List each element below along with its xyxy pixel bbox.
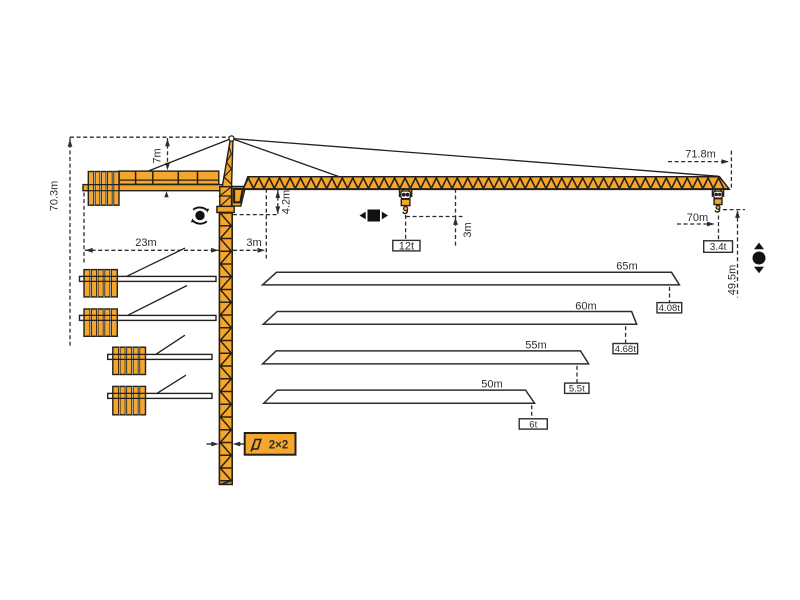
svg-text:60m: 60m [575,301,596,313]
svg-text:71.8m: 71.8m [685,149,716,161]
svg-text:12t: 12t [399,241,414,253]
svg-text:70m: 70m [687,212,708,224]
svg-text:5.5t: 5.5t [569,384,585,395]
svg-text:3.4t: 3.4t [710,242,727,253]
svg-text:23m: 23m [135,237,156,249]
svg-text:70.3m: 70.3m [49,181,61,212]
svg-text:65m: 65m [616,261,637,273]
svg-text:3m: 3m [246,237,261,249]
svg-text:2×2: 2×2 [269,439,289,451]
svg-text:6t: 6t [529,419,537,430]
svg-text:7m: 7m [152,148,164,163]
svg-text:49.5m: 49.5m [727,265,739,296]
svg-text:3m: 3m [462,222,474,237]
svg-text:4.2m: 4.2m [281,190,293,214]
svg-text:55m: 55m [525,340,546,352]
svg-text:50m: 50m [481,379,502,391]
svg-text:4.68t: 4.68t [615,344,636,355]
svg-text:4.08t: 4.08t [659,303,680,314]
